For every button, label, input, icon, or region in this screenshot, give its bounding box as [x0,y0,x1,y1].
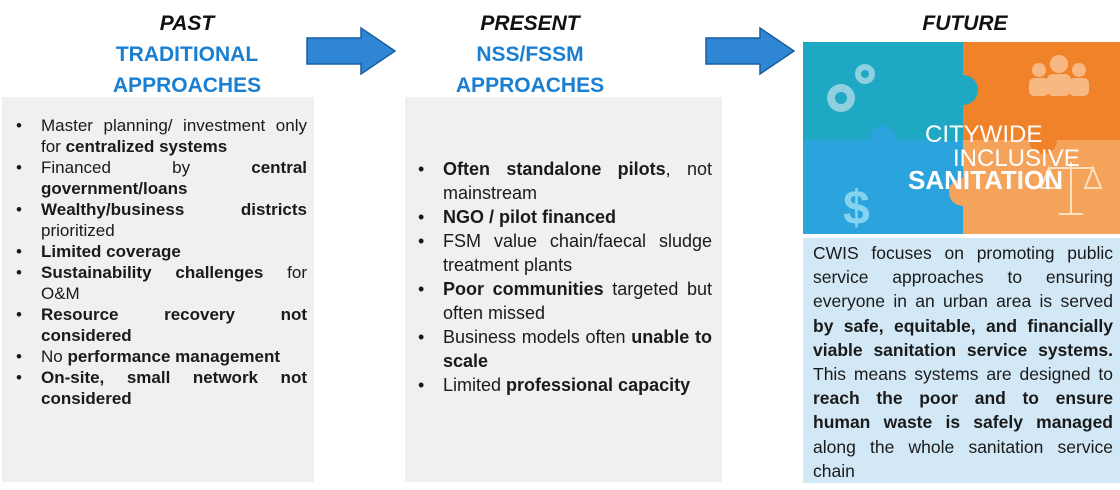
present-item: NGO / pilot financed [412,205,712,229]
text: Financed by [41,158,252,177]
bold-text: unable to scale [443,327,713,371]
future-description-box [803,238,1120,483]
future-description: CWIS focuses on promoting public service… [813,241,1113,483]
present-subtitle-line-2: APPROACHES [455,74,605,97]
bold-text: NGO / pilot financed [443,207,617,227]
bold-text: Poor communities [443,279,604,299]
text: along the whole sanitation service chain [813,436,1113,481]
logo-text-2: INCLUSIVE [953,145,1080,172]
arrow-right-icon [306,26,397,76]
present-item: FSM value chain/faecal sludge treatment … [412,229,712,277]
past-item: Financed by central government/loans [10,157,307,199]
past-item: Master planning/ investment only for cen… [10,115,307,157]
text: FSM value chain/faecal sludge treatment … [443,231,712,275]
bold-text: by safe, equitable, and financially viab… [813,315,1113,360]
past-list: Master planning/ investment only for cen… [10,115,307,409]
logo-text-3: SANITATION [908,165,1063,195]
text: for O&M [41,263,307,303]
past-item: On-site, small network not considered [10,367,307,409]
bold-text: central government/loans [41,158,307,198]
dollar-icon: $ [843,182,870,234]
bold-text: performance management [67,347,281,366]
arrow-right-icon [705,26,796,76]
gear-icon [827,64,875,112]
text: targeted but often missed [443,279,712,323]
past-item: Limited coverage [10,241,307,262]
text: Limited [443,375,507,395]
present-item: Poor communities targeted but often miss… [412,277,712,325]
bold-text: On-site, small network not considered [41,368,307,408]
past-item: Sustainability challenges for O&M [10,262,307,304]
text: Business models often [443,327,632,347]
present-header: PRESENT NSS/FSSM APPROACHES [430,8,630,101]
present-item: Business models often unable to scale [412,325,712,373]
present-era-label: PRESENT [480,12,580,35]
past-header: PAST TRADITIONAL APPROACHES [62,8,312,101]
bold-text: Often standalone pilots [443,159,666,179]
text: , not mainstream [443,159,712,203]
text: Master planning/ investment only for [41,116,307,156]
scales-icon [1039,162,1103,215]
bold-text: Limited coverage [41,242,181,261]
bold-text: Sustainability challenges [41,263,264,282]
bold-text: centralized systems [65,137,228,156]
past-item: No performance management [10,346,307,367]
bold-text: Wealthy/business districts [41,200,307,219]
past-item: Resource recovery not considered [10,304,307,346]
text: This means systems are designed to [813,364,1113,385]
people-icon [1029,55,1089,96]
text: prioritized [41,221,115,240]
bold-text: Resource recovery not considered [41,305,307,345]
future-era-label: FUTURE [922,12,1008,35]
past-era-label: PAST [159,12,215,35]
present-subtitle-line-1: NSS/FSSM [476,43,584,66]
present-list: Often standalone pilots, not mainstream … [412,157,712,397]
present-item: Often standalone pilots, not mainstream [412,157,712,205]
logo-text-1: CITYWIDE [925,121,1042,148]
text: CWIS focuses on promoting public service… [813,243,1113,312]
past-subtitle-line-2: APPROACHES [112,74,262,97]
past-item: Wealthy/business districts prioritized [10,199,307,241]
cwis-logo: $ CITYWIDE INCLUSIVE SANITATION [803,42,1120,234]
text: No [41,347,68,366]
bold-text: reach the poor and to ensure human waste… [813,388,1113,433]
future-header: FUTURE [880,8,1050,39]
bold-text: professional capacity [506,375,691,395]
past-subtitle-line-1: TRADITIONAL [115,43,259,66]
present-item: Limited professional capacity [412,373,712,397]
